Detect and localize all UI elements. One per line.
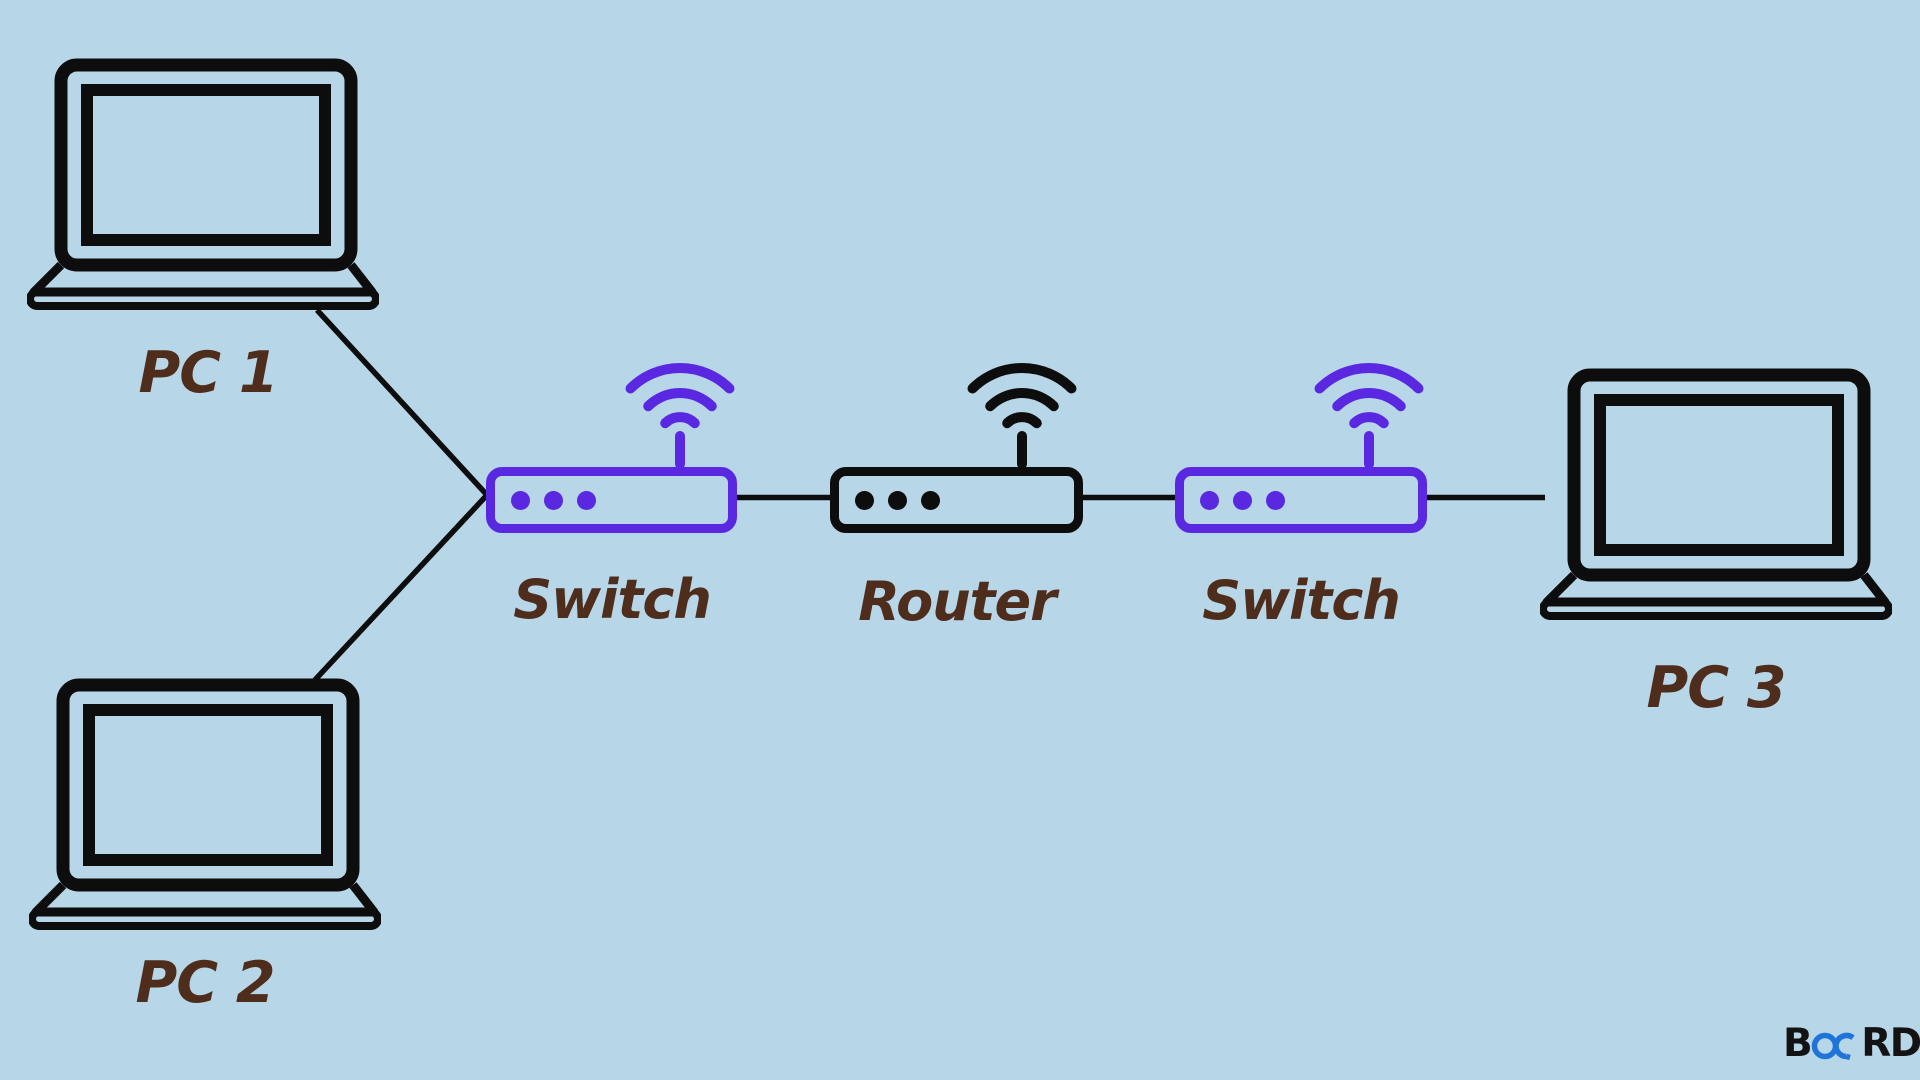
node-label-switch1: Switch: [513, 568, 712, 631]
node-label-router: Router: [858, 570, 1057, 633]
led-dot: [1233, 490, 1252, 510]
wire-pc2-switch1: [310, 493, 490, 684]
led-dot: [544, 490, 563, 510]
led-dot: [577, 490, 596, 510]
switch2-box: [1175, 467, 1427, 533]
led-dot: [1200, 490, 1219, 510]
led-dot: [888, 490, 907, 510]
led-dot: [855, 490, 874, 510]
led-dot: [511, 490, 530, 510]
wifi-icon-router: [962, 358, 1082, 470]
node-label-pc1: PC 1: [138, 340, 278, 406]
board-logo: B RD: [1783, 1021, 1920, 1066]
router-box: [830, 467, 1083, 533]
led-dot: [1266, 490, 1285, 510]
node-label-pc2: PC 2: [135, 950, 275, 1016]
board-logo-suffix: RD: [1861, 1021, 1920, 1066]
board-logo-prefix: B: [1783, 1021, 1813, 1066]
led-dot: [921, 490, 940, 510]
node-label-switch2: Switch: [1202, 569, 1401, 632]
wifi-icon-switch1: [620, 358, 740, 470]
wifi-icon-switch2: [1309, 358, 1429, 470]
laptop-icon-pc1: [27, 58, 379, 310]
laptop-icon-pc2: [29, 678, 381, 930]
node-label-pc3: PC 3: [1646, 655, 1786, 721]
switch1-box: [486, 467, 737, 533]
laptop-icon-pc3: [1540, 368, 1892, 620]
board-logo-infinity-icon: [1811, 1032, 1855, 1060]
wire-pc1-switch1: [314, 308, 490, 497]
